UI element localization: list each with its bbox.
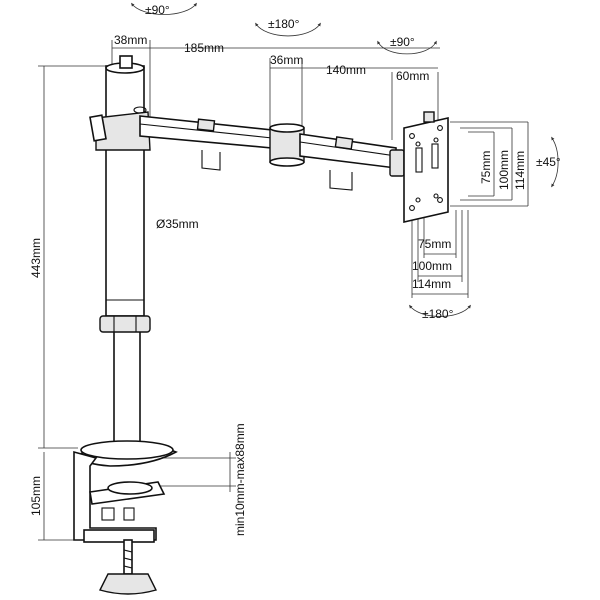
height-dimension-105 <box>38 452 80 541</box>
rotation-arc-top-mid <box>255 22 321 37</box>
height-label-105: 105mm <box>29 476 43 516</box>
rotation-label-top-left: ±90° <box>145 3 170 17</box>
clamp-screw <box>98 539 158 595</box>
clamp-range-dimension <box>160 452 236 492</box>
vesa-plate <box>403 111 449 224</box>
dim-label-185: 185mm <box>184 41 224 55</box>
dim-label-140: 140mm <box>326 63 366 77</box>
dim-label-36: 36mm <box>270 53 303 67</box>
height-collar <box>99 315 151 333</box>
rotation-arc-right <box>551 136 559 188</box>
vesa-label-v-75: 75mm <box>479 151 493 184</box>
height-label-443: 443mm <box>29 238 43 278</box>
rotation-label-right: ±45° <box>536 155 561 169</box>
dim-label-60: 60mm <box>396 69 429 83</box>
dim-label-38: 38mm <box>114 33 147 47</box>
rotation-arc-bottom <box>409 304 471 317</box>
rotation-arc-top-left <box>131 2 197 15</box>
top-dimension-chain <box>111 40 440 140</box>
elbow-joint <box>269 123 305 167</box>
desk-clamp <box>73 450 166 543</box>
vesa-label-h-114: 114mm <box>412 277 451 291</box>
vesa-label-v-114: 114mm <box>513 151 527 190</box>
rotation-label-bottom: ±180° <box>422 307 454 321</box>
pole-diameter-label: Ø35mm <box>156 217 199 231</box>
vesa-label-h-100: 100mm <box>412 259 452 273</box>
vesa-label-v-100: 100mm <box>497 150 511 190</box>
vesa-label-h-75: 75mm <box>418 237 451 251</box>
height-dimension-443 <box>38 65 112 449</box>
clamp-range-label: min10mm-max88mm <box>233 423 247 536</box>
base-plate <box>76 440 178 467</box>
cable-clip-1 <box>196 118 221 171</box>
rotation-label-top-mid: ±180° <box>268 17 300 31</box>
cable-clip-2 <box>329 136 354 191</box>
vesa-vertical-dimensions <box>450 121 529 207</box>
rotation-label-top-right: ±90° <box>390 35 415 49</box>
pole-arm-joint <box>89 106 151 151</box>
rotation-arc-top-right <box>377 40 437 55</box>
vesa-horizontal-dimensions <box>411 210 469 298</box>
